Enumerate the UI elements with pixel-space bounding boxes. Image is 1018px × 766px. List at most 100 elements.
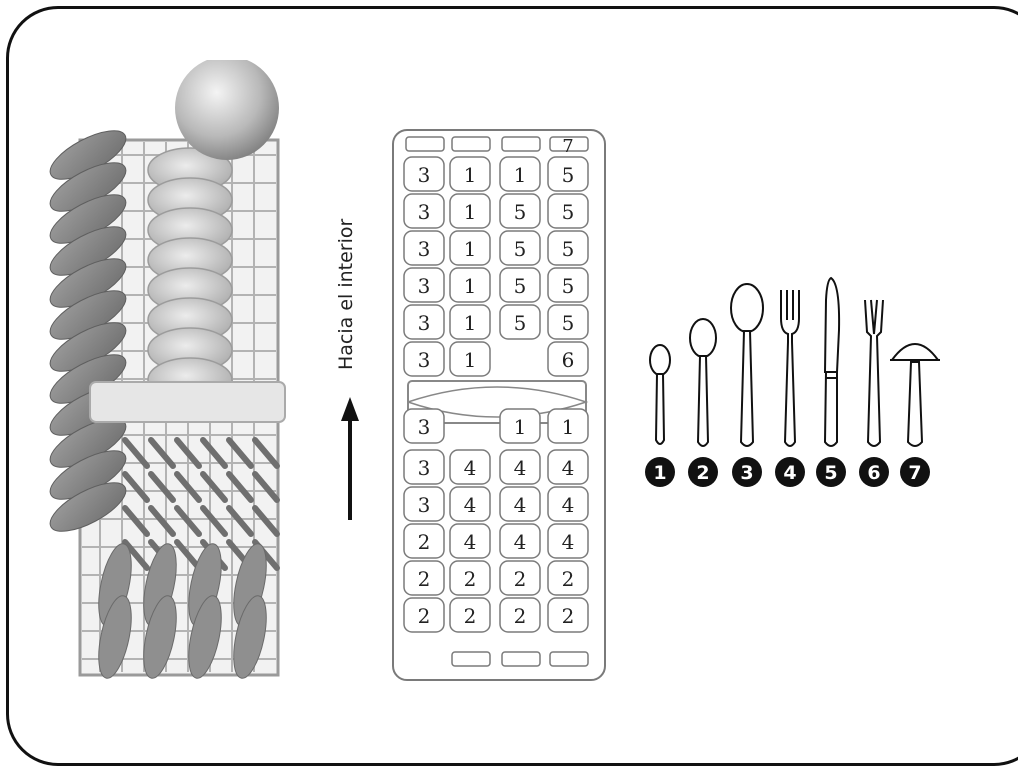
basket-slot-number: 3 (418, 163, 431, 187)
basket-slot (547, 267, 589, 303)
basket-slot-number: 5 (514, 200, 527, 224)
legend-badge-number: 5 (824, 462, 837, 484)
basket-slot (403, 597, 445, 633)
basket-slot-number: 4 (562, 493, 575, 517)
basket-slot-number: 3 (418, 456, 431, 480)
basket-slot (449, 523, 491, 559)
basket-slot-number: 1 (464, 163, 477, 187)
basket-slot-number: 2 (562, 604, 575, 628)
basket-slot (499, 523, 541, 559)
basket-slot (403, 193, 445, 229)
utensil (122, 505, 150, 537)
basket-bottom-tab (501, 651, 541, 667)
rack-illustration (49, 60, 286, 679)
basket-slot-number: 5 (514, 311, 527, 335)
basket-slot-number: 4 (514, 493, 527, 517)
basket-slot-number: 5 (562, 200, 575, 224)
basket-slot-number: 4 (562, 530, 575, 554)
basket-bottom-tab (549, 651, 589, 667)
basket-slot-number: 2 (514, 567, 527, 591)
basket-outline (392, 129, 606, 681)
utensil (252, 437, 280, 469)
basket-slot (449, 560, 491, 596)
utensil (122, 437, 150, 469)
basket-slot-number: 1 (514, 415, 527, 439)
ladle-icon (890, 343, 940, 447)
plate (98, 595, 132, 679)
utensil (148, 505, 176, 537)
basket-slot-number: 3 (418, 415, 431, 439)
basket-slot-number: 1 (464, 200, 477, 224)
plate (233, 595, 267, 679)
basket-slot-number: 3 (418, 348, 431, 372)
basket-slot (449, 449, 491, 485)
rack-divider (89, 381, 286, 423)
basket-slot-number: 4 (464, 456, 477, 480)
legend-badge-number: 7 (908, 462, 921, 484)
basket-slot (449, 230, 491, 266)
basket-slot (547, 597, 589, 633)
utensil (174, 437, 202, 469)
basket-slot (403, 267, 445, 303)
basket-slot-number: 1 (464, 274, 477, 298)
basket-slot-number: 1 (562, 415, 575, 439)
utensil (200, 505, 228, 537)
legend-badge (859, 457, 889, 487)
basket-slot (547, 449, 589, 485)
basket-slot (449, 597, 491, 633)
basket-slot (499, 597, 541, 633)
utensil (200, 471, 228, 503)
basket-slot (449, 341, 491, 377)
basket-slot (449, 486, 491, 522)
plate (143, 595, 177, 679)
basket-slot (403, 523, 445, 559)
serving-spoon-icon (730, 283, 764, 447)
basket-slot (403, 230, 445, 266)
legend-badge-number: 3 (740, 462, 753, 484)
utensil (226, 437, 254, 469)
basket-slot-number: 1 (464, 348, 477, 372)
utensil (200, 437, 228, 469)
fork-icon (780, 290, 800, 447)
basket-slot-number: 1 (464, 237, 477, 261)
basket-slot (449, 193, 491, 229)
legend-badge (775, 457, 805, 487)
basket-slot (499, 193, 541, 229)
basket-slot (403, 156, 445, 192)
plate (49, 482, 127, 532)
basket-slot (547, 523, 589, 559)
basket-top-tab (501, 136, 541, 152)
utensil (148, 437, 176, 469)
basket-top-tab (405, 136, 445, 152)
basket-slot-number: 5 (514, 274, 527, 298)
legend-badge-number: 1 (653, 462, 666, 484)
basket-slot-number: 2 (464, 604, 477, 628)
basket-slot-number: 5 (562, 311, 575, 335)
basket-slot-number: 1 (514, 163, 527, 187)
utensil (174, 539, 202, 571)
basket-slot (403, 304, 445, 340)
legend-badge-number: 2 (696, 462, 709, 484)
basket-slot (499, 449, 541, 485)
basket-slot (449, 304, 491, 340)
basket-tab-label: 7 (562, 136, 573, 157)
basket-slot-number: 3 (418, 237, 431, 261)
basket-slot (547, 230, 589, 266)
legend-badge (645, 457, 675, 487)
basket-slot (547, 156, 589, 192)
basket-bottom-tab (451, 651, 491, 667)
basket-slot (403, 408, 445, 444)
basket-slot (499, 156, 541, 192)
legend-badge (732, 457, 762, 487)
knife-icon (823, 276, 841, 447)
utensil (226, 505, 254, 537)
basket-slot-number: 4 (464, 493, 477, 517)
basket-slot-number: 5 (562, 237, 575, 261)
utensil (252, 471, 280, 503)
basket-slot-number: 3 (418, 311, 431, 335)
basket-slot (403, 449, 445, 485)
basket-slot-number: 2 (562, 567, 575, 591)
basket-slot-number: 2 (418, 530, 431, 554)
plate (188, 595, 222, 679)
basket-slot (499, 267, 541, 303)
